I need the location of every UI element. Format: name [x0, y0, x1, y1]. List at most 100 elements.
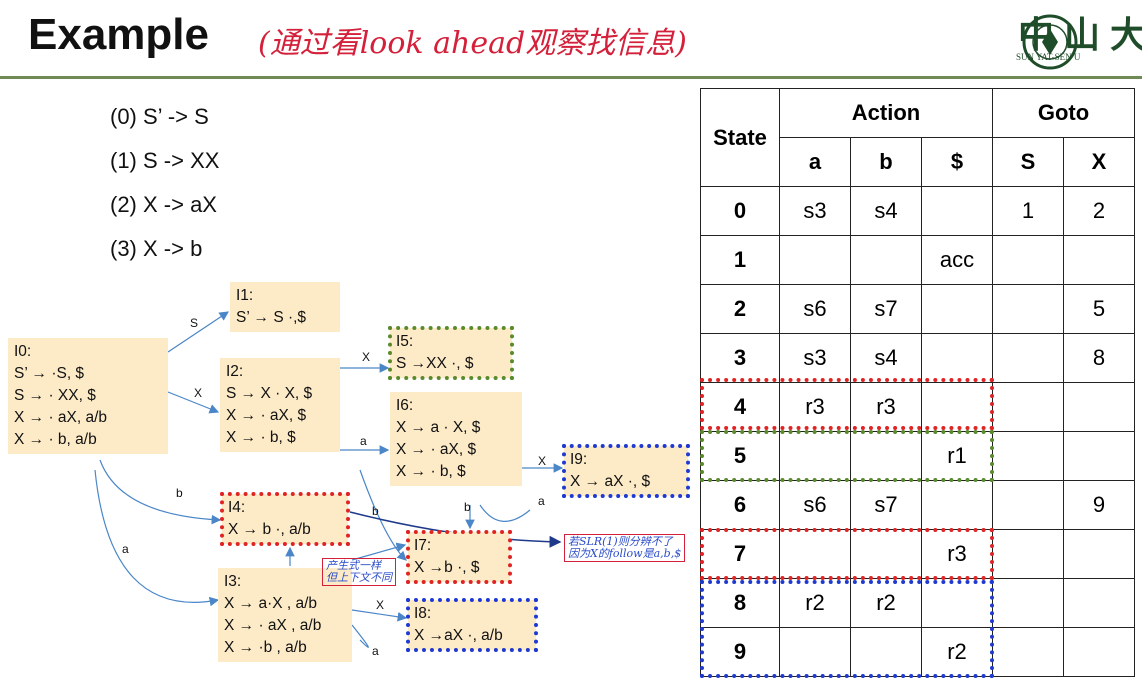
university-logo-text: 中山大	[1018, 14, 1142, 56]
subheader-dollar: $	[921, 137, 993, 187]
table-cell: r2	[779, 578, 851, 628]
table-cell-state: 1	[700, 235, 780, 285]
table-cell: 9	[1063, 480, 1135, 530]
grammar-rule-1: (1) S -> XX	[110, 148, 220, 173]
table-cell: r3	[850, 382, 922, 432]
edge-label: a	[122, 542, 129, 556]
table-cell: r1	[921, 431, 993, 481]
edge-label: a	[538, 494, 545, 508]
edge-label: b	[176, 486, 183, 500]
table-cell: s7	[850, 480, 922, 530]
state-label: I4:	[228, 499, 246, 516]
grammar-rule-0: (0) S’ -> S	[110, 104, 209, 129]
table-cell: s4	[850, 186, 922, 236]
table-cell	[992, 627, 1064, 677]
state-item: X → · b, $	[226, 429, 296, 446]
table-cell-state: 8	[700, 578, 780, 628]
table-cell: s7	[850, 284, 922, 334]
table-cell: s3	[779, 186, 851, 236]
table-cell	[992, 529, 1064, 579]
page-title: Example	[28, 10, 209, 59]
edge-i0-i4	[99, 459, 222, 525]
table-cell: r3	[779, 382, 851, 432]
edge-i3-self	[351, 624, 369, 648]
table-cell-state: 0	[700, 186, 780, 236]
state-i4: I4: X → b ·, a/b	[220, 492, 350, 546]
edge-i0-i3	[94, 469, 220, 607]
edge-label: X	[362, 350, 371, 364]
table-cell	[1063, 627, 1135, 677]
state-label: I2:	[226, 363, 244, 380]
edge-i3-i8	[351, 609, 408, 622]
state-item: X → a · X, $	[396, 419, 481, 436]
table-cell: r2	[921, 627, 993, 677]
edge-i2-i7	[359, 469, 407, 561]
state-i0: I0: S’ → ·S, $ S → · XX, $ X → · aX, a/b…	[8, 338, 168, 454]
university-logo-subtitle: SUN YAT-SEN U	[1016, 52, 1081, 62]
header-action: Action	[779, 88, 993, 138]
table-cell	[1063, 235, 1135, 285]
table-cell	[992, 480, 1064, 530]
subheader-a: a	[779, 137, 851, 187]
header-state: State	[700, 88, 780, 187]
title-handwritten-note: (通过看look ahead观察找信息)	[258, 26, 687, 61]
state-item: X →b ·, $	[414, 559, 480, 576]
state-item: X → b ·, a/b	[228, 521, 311, 538]
edge-label: b	[372, 504, 379, 518]
grammar-rule-2: (2) X -> aX	[110, 192, 217, 217]
subheader-S: S	[992, 137, 1064, 187]
table-cell	[992, 333, 1064, 383]
edge-label: b	[464, 500, 471, 514]
state-item: X → · aX , a/b	[224, 617, 322, 634]
state-label: I5:	[396, 333, 414, 350]
table-cell-state: 2	[700, 284, 780, 334]
table-cell	[921, 578, 993, 628]
state-i5: I5: S →XX ·, $	[388, 326, 514, 380]
state-label: I1:	[236, 287, 254, 304]
state-item: X → · b, $	[396, 463, 466, 480]
state-item: S’ → S ·,$	[236, 309, 307, 326]
edge-i0-i1	[167, 311, 229, 353]
table-cell-state: 7	[700, 529, 780, 579]
table-cell	[921, 186, 993, 236]
state-item: X → a·X , a/b	[224, 595, 318, 612]
table-cell: acc	[921, 235, 993, 285]
state-i2: I2: S → X · X, $ X → · aX, $ X → · b, $	[220, 358, 340, 452]
state-item: S →XX ·, $	[396, 355, 474, 372]
table-row: 1 acc	[700, 235, 1135, 285]
state-label: I6:	[396, 397, 414, 414]
subheader-X: X	[1063, 137, 1135, 187]
table-cell	[1063, 431, 1135, 481]
state-item: X → · aX, $	[226, 407, 307, 424]
edge-label: S	[190, 316, 199, 330]
state-label: I8:	[414, 605, 432, 622]
state-item: X → · b, a/b	[14, 431, 97, 448]
table-cell	[992, 578, 1064, 628]
state-label: I9:	[570, 451, 588, 468]
state-item: X → aX ·, $	[570, 473, 651, 490]
table-cell: s6	[779, 480, 851, 530]
edge-label: a	[360, 434, 367, 448]
state-label: I7:	[414, 537, 432, 554]
edge-label: X	[194, 386, 203, 400]
state-i9: I9: X → aX ·, $	[562, 444, 690, 498]
table-cell: s3	[779, 333, 851, 383]
state-i3: I3: X → a·X , a/b X → · aX , a/b X → ·b …	[218, 568, 352, 662]
table-cell	[921, 333, 993, 383]
table-cell	[779, 627, 851, 677]
table-cell	[850, 529, 922, 579]
state-item: X → ·b , a/b	[224, 639, 307, 656]
state-item: S’ → ·S, $	[14, 365, 85, 382]
edge-label: X	[376, 598, 385, 612]
state-item: X → · aX, a/b	[14, 409, 108, 426]
subheader-b: b	[850, 137, 922, 187]
